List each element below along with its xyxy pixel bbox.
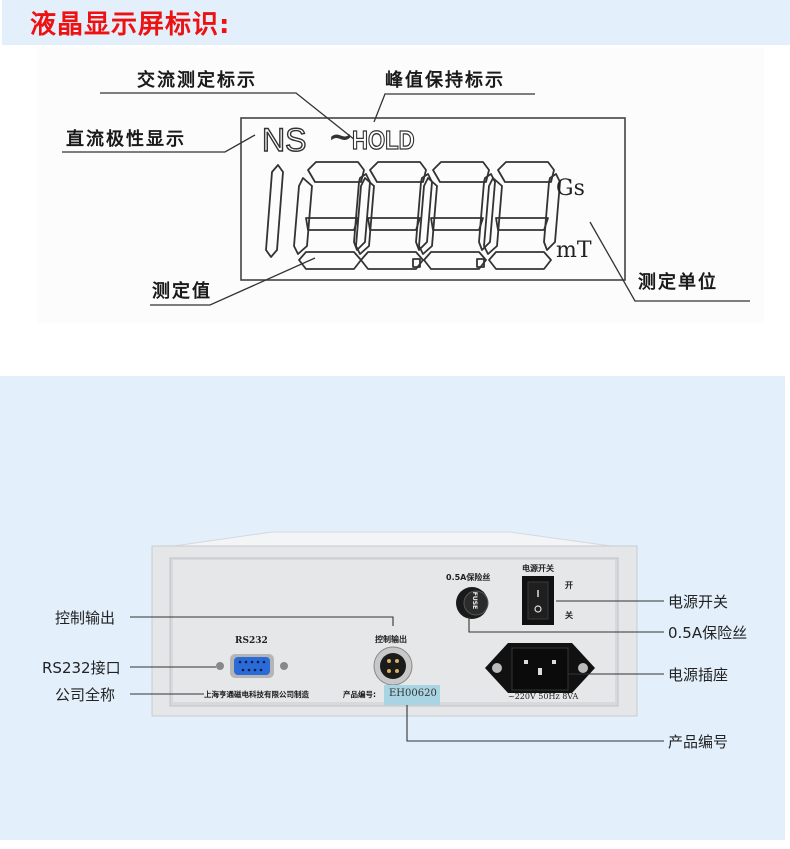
switch-on-label: 开 (565, 581, 573, 590)
section-header (2, 0, 790, 45)
label-measured-value: 测定值 (152, 281, 212, 302)
company-name: 上海亨通磁电科技有限公司制造 (204, 690, 309, 699)
product-no-label: 产品编号: (343, 690, 376, 699)
panel-label-rs232: RS232 (235, 636, 268, 646)
callout-product-no: 产品编号 (668, 733, 729, 751)
socket-rating: ~220V 50Hz 8VA (508, 692, 579, 701)
unit-gs: Gs (556, 176, 585, 201)
section-title: 液晶显示屏标识: (30, 10, 231, 40)
panel-label-fuse: 0.5A保险丝 (446, 573, 491, 582)
label-unit: 测定单位 (638, 272, 718, 293)
callout-company: 公司全称 (55, 686, 116, 704)
label-peak-hold: 峰值保持标示 (385, 70, 505, 91)
ns-indicator: NS (261, 121, 307, 158)
fuse-cap-text: FUSE (471, 591, 479, 610)
panel-label-control-output: 控制输出 (375, 635, 407, 644)
callout-fuse: 0.5A保险丝 (668, 624, 748, 642)
ac-wave-icon: ~ (328, 120, 354, 155)
label-ac-indicator: 交流测定标示 (137, 70, 257, 91)
callout-control-output: 控制输出 (55, 609, 116, 627)
panel-label-power-switch: 电源开关 (522, 564, 554, 573)
switch-off-label: 关 (565, 611, 573, 620)
label-dc-polarity: 直流极性显示 (66, 129, 186, 150)
hold-indicator: HOLD (351, 124, 415, 155)
callout-rs232: RS232接口 (42, 659, 121, 677)
unit-mt: mT (556, 238, 592, 263)
product-no-value: EH00620 (389, 688, 437, 699)
callout-power-socket: 电源插座 (668, 666, 729, 684)
lcd-diagram-lines (62, 92, 750, 306)
callout-power-switch: 电源开关 (668, 593, 729, 611)
